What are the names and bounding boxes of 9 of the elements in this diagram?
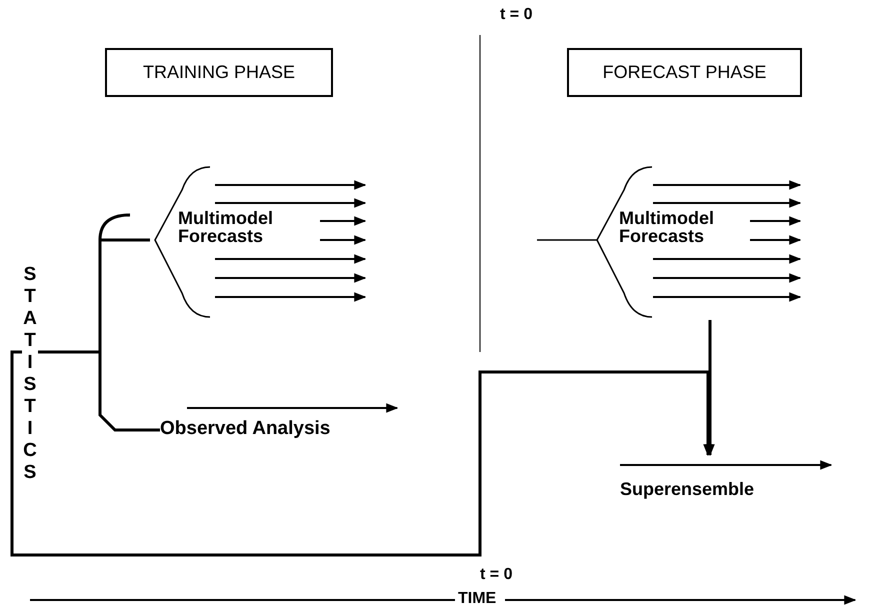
observed-label: Observed Analysis [160, 418, 330, 440]
connector-line [38, 350, 160, 432]
bundle-label: Multimodel Forecasts [619, 209, 715, 245]
result-label: Superensemble [620, 479, 754, 500]
phase-box: TRAINING PHASE [105, 48, 333, 97]
bundle-label: Multimodel Forecasts [178, 209, 274, 245]
phase-box: FORECAST PHASE [567, 48, 802, 97]
connector-line [705, 320, 715, 456]
vertical-label: STATISTICS [22, 264, 38, 484]
